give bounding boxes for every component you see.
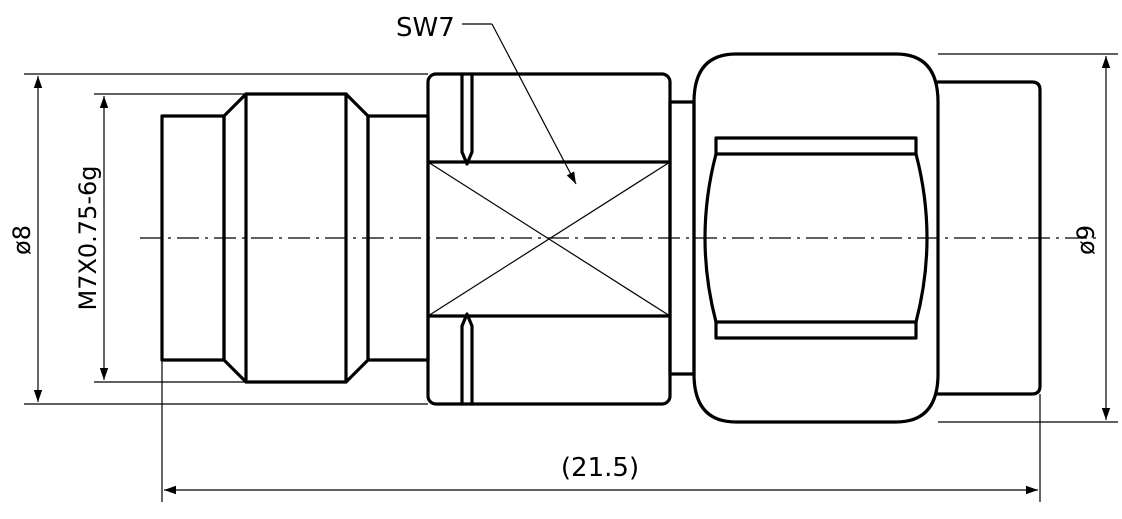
wrench-size-label: SW7 xyxy=(396,13,455,43)
hex-body xyxy=(426,72,672,406)
right-diameter-label: ø9 xyxy=(1072,225,1100,255)
right-end xyxy=(936,80,1042,396)
dimension-right-diameter: ø9 xyxy=(938,53,1118,423)
coupling-nut xyxy=(692,52,940,424)
dimension-thread: M7X0.75-6g xyxy=(74,93,246,383)
wrench-size-callout: SW7 xyxy=(396,13,577,185)
thread-spec-label: M7X0.75-6g xyxy=(74,165,102,310)
left-diameter-label: ø8 xyxy=(8,225,36,255)
overall-length-label: (21.5) xyxy=(561,453,639,483)
dimension-left-diameter: ø8 xyxy=(8,73,428,405)
dimension-overall-length: (21.5) xyxy=(161,360,1041,502)
